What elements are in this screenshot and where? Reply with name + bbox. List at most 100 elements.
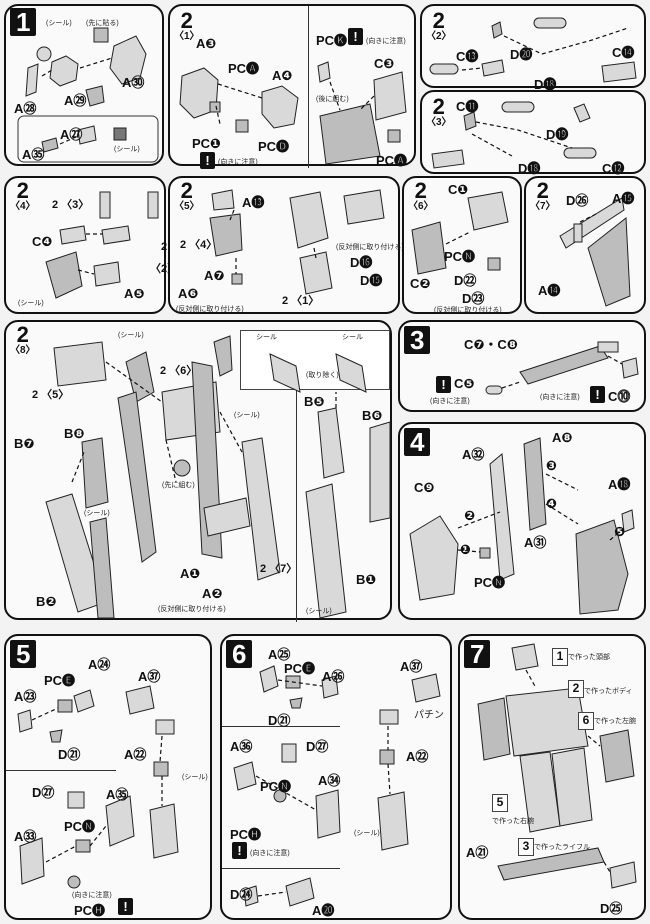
panel-divider xyxy=(296,386,297,622)
part-label: PC🅝 xyxy=(444,249,476,264)
part-label: B❻ xyxy=(362,408,383,423)
order-marker: ❺ xyxy=(614,524,626,539)
orientation-note: (向きに注意) xyxy=(72,892,112,899)
part-label: PC🅝 xyxy=(64,819,96,834)
part-label: B❽ xyxy=(64,426,85,441)
step-number: 2〈7〉 xyxy=(530,178,556,212)
assemble-later-note: (後に組む) xyxy=(316,96,349,103)
caption: で作ったボディ xyxy=(584,688,633,695)
part-label: B❺ xyxy=(304,394,325,409)
step-5-diagram xyxy=(17,685,179,889)
part-label: B❶ xyxy=(356,572,377,587)
sticker-note: (シール) xyxy=(182,774,208,781)
part-label: A❽ xyxy=(552,430,573,445)
sticker-note: (シール) xyxy=(118,332,144,339)
part-label: A⓯ xyxy=(612,191,635,206)
step-ref-box: 1 xyxy=(552,648,568,666)
step-ref-box: 5 xyxy=(492,794,508,812)
step-7-diagram xyxy=(477,643,637,889)
step-2-4-diagram xyxy=(45,191,159,299)
part-label: A㉔ xyxy=(88,657,111,672)
part-label: A㉙ xyxy=(64,93,87,108)
opposite-side-note: (反対側に取り付ける) xyxy=(434,307,502,314)
ref-step: 2 〈7〉 xyxy=(260,563,298,575)
part-label: PC🅐 xyxy=(228,61,260,76)
panel-step-5: 5 A㉔ PC🅔 A㉓ D㉑ A㊲ A㉒ (シール) xyxy=(4,634,212,920)
step-number: 2〈4〉 xyxy=(10,178,36,212)
part-label: PC🅗 xyxy=(74,903,106,918)
opposite-side-note: (反対側に取り付ける) xyxy=(158,606,226,613)
remove-note: (取り除く) xyxy=(306,372,339,379)
step-number: 4 xyxy=(404,428,431,456)
part-label: C⓫ xyxy=(456,99,479,114)
part-label: B❷ xyxy=(36,594,57,609)
panel-divider xyxy=(222,868,340,869)
part-label: PC🅐 xyxy=(376,153,408,168)
ref-step: 2 〈4〉 xyxy=(180,239,218,251)
ref-step: 2 〈5〉 xyxy=(32,389,70,401)
sticker-note: (シール) xyxy=(114,146,140,153)
step-number: 2〈2〉 xyxy=(426,8,452,42)
sticker-note: (シール) xyxy=(234,412,260,419)
part-label: D㉓ xyxy=(462,291,485,306)
part-label: C❷ xyxy=(410,276,431,291)
panel-step-3: 3 C❼・C❽ ! C❺ (向きに注意) (向きに注意) ! C⓾ xyxy=(398,320,646,412)
part-label: A❷ xyxy=(202,586,223,601)
step-number: 2〈1〉 xyxy=(174,8,200,42)
part-label: A㉘ xyxy=(14,101,37,116)
part-label: C⓭ xyxy=(456,49,479,64)
part-label: A⓮ xyxy=(538,283,561,298)
first-attach-note: (先に貼る) xyxy=(86,20,119,27)
sticker-label: シール xyxy=(256,334,277,341)
caution-icon: ! xyxy=(436,376,451,393)
part-label: D㉕ xyxy=(600,901,623,916)
part-label: D⓳ xyxy=(546,127,569,142)
caption: で作ったライフル xyxy=(534,844,590,851)
part-label: PC🅔 xyxy=(44,673,76,688)
part-label: PC🅓 xyxy=(258,139,290,154)
part-label: C❶ xyxy=(448,182,469,197)
step-number: 2〈8〉 xyxy=(10,322,36,356)
panel-step-2-8: 2〈8〉 (シール) シー xyxy=(4,320,392,622)
ref-step: 2 〈1〉 xyxy=(282,295,320,307)
panel-step-2-1: 2〈1〉 A❸ PC🅐 A❹ PC❶ ! (向きに注意) PC🅓 PC🅚 ! (… xyxy=(168,4,416,169)
order-marker: ❸ xyxy=(546,458,558,473)
sticker-note: (シール) xyxy=(46,20,72,27)
part-label: D㉖ xyxy=(566,193,589,208)
panel-divider xyxy=(308,6,309,168)
step-3-diagram xyxy=(485,341,639,395)
sticker-label: シール xyxy=(342,334,363,341)
panel-step-1: 1 (シール) (先に貼る) A㉘ A㉙ A㉚ A㉗ A㉟ (シール) xyxy=(4,4,164,166)
panel-step-4: 4 A㉜ A❽ A⓲ C❾ A㉛ PC🅝 ❶ ❷ ❸ ❹ ❺ xyxy=(398,422,646,620)
part-label: D㉔ xyxy=(230,887,253,902)
panel-divider xyxy=(222,726,340,727)
caution-icon: ! xyxy=(590,386,605,403)
part-label: A❸ xyxy=(196,36,217,51)
orientation-note: (向きに注意) xyxy=(540,394,580,401)
sticker-note: (シール) xyxy=(84,510,110,517)
step-6-diagram xyxy=(233,665,441,907)
part-label: D⓴ xyxy=(510,47,533,62)
caution-icon: ! xyxy=(348,28,363,45)
part-label: A㉒ xyxy=(406,749,429,764)
part-label: D㉑ xyxy=(268,713,291,728)
part-label: D㉒ xyxy=(454,273,477,288)
caution-icon: ! xyxy=(200,152,215,169)
part-label: A❶ xyxy=(180,566,201,581)
step-number: 5 xyxy=(10,640,37,668)
step-number: 6 xyxy=(226,640,253,668)
part-label: D㉗ xyxy=(32,785,55,800)
panel-step-7: 7 1 で作った頭部 2 で作ったボディ 6 で作った左腕 5 で作った右腕 3… xyxy=(458,634,646,920)
panel-step-2-3: 2〈3〉 C⓫ D⓳ D⓲ C⓬ xyxy=(420,90,646,176)
part-label: A㊲ xyxy=(400,659,423,674)
step-ref-box: 3 xyxy=(518,838,534,856)
order-marker: ❹ xyxy=(546,496,558,511)
part-label: A❼ xyxy=(204,268,225,283)
sticker-inset xyxy=(240,330,390,390)
step-number: 3 xyxy=(404,326,431,354)
part-label: D⓰ xyxy=(350,255,373,270)
part-label: A❺ xyxy=(124,286,145,301)
panel-step-6: 6 A㉕ PC🅔 A㉖ D㉑ A㊲ パチン xyxy=(220,634,452,920)
ref-step: 2 〈3〉 xyxy=(52,199,90,211)
caution-icon: ! xyxy=(232,842,247,859)
